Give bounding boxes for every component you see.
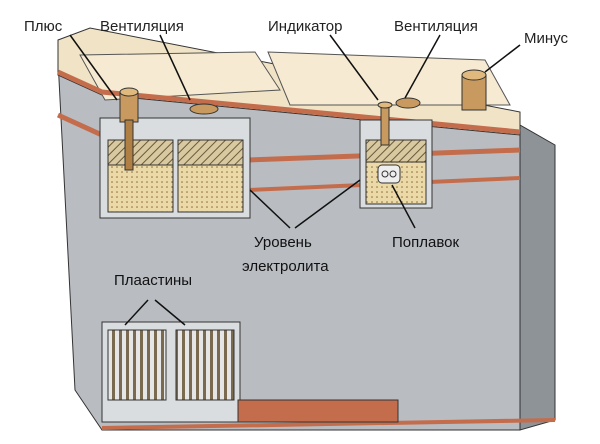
label-plus: Плюс <box>24 18 63 35</box>
label-electrolyte-level-2: электролита <box>242 258 329 275</box>
label-vent-left: Вентиляция <box>100 18 184 35</box>
indicator <box>377 101 393 146</box>
minus-terminal <box>461 69 487 111</box>
vent-left <box>189 103 219 115</box>
label-minus: Минус <box>524 30 568 47</box>
vent-right <box>395 97 421 109</box>
label-electrolyte-level-1: Уровень <box>254 234 312 251</box>
label-indicator: Индикатор <box>268 18 343 35</box>
plus-terminal <box>119 87 139 171</box>
label-plates: Плаастины <box>114 272 193 289</box>
label-float: Поплавок <box>392 234 460 251</box>
label-arrows <box>69 34 521 326</box>
battery-side-face <box>519 124 556 431</box>
label-vent-right: Вентиляция <box>394 18 478 35</box>
float <box>377 164 401 184</box>
